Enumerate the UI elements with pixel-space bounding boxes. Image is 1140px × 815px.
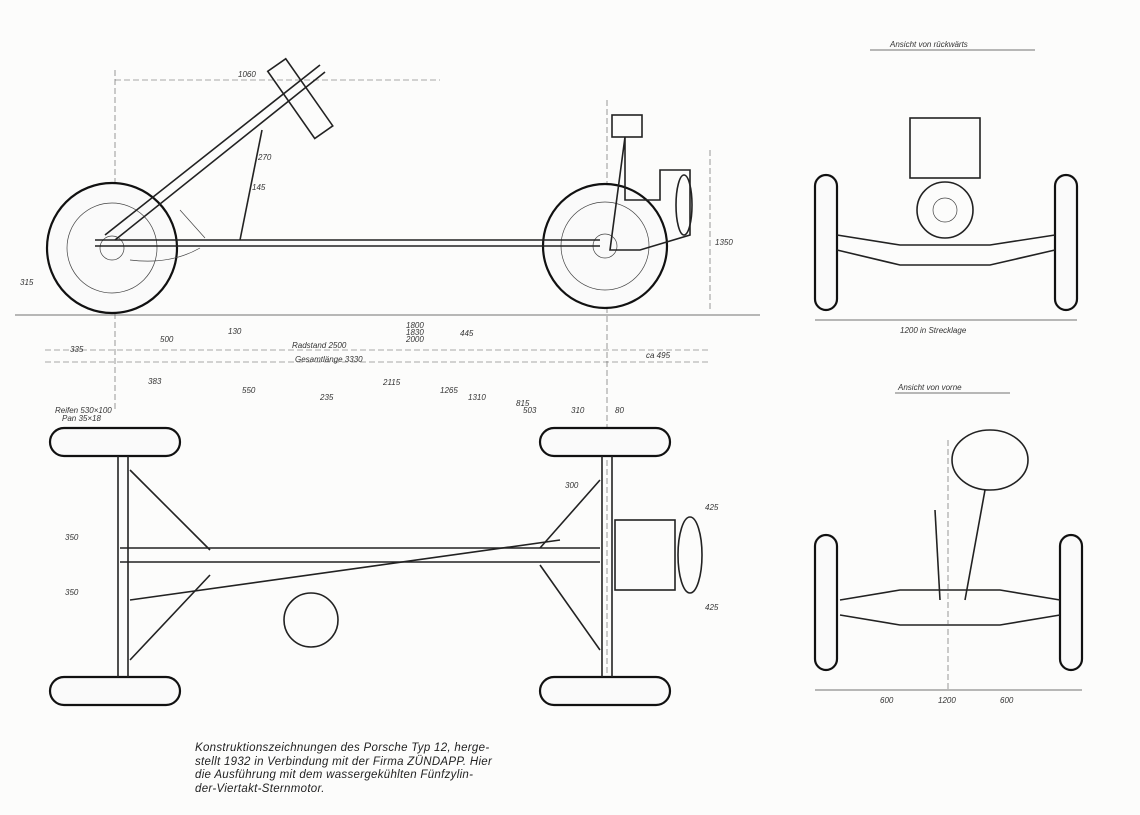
dim-label: 550 [242,386,256,395]
dim-label: 425 [705,603,719,612]
caption-line: der-Viertakt-Sternmotor. [195,782,325,795]
front-track-label: 1200 [938,696,956,705]
caption-line: die Ausführung mit dem wassergekühlten F… [195,769,474,781]
dim-label: 815 [516,399,530,408]
dim-label: 2000 [405,335,424,344]
steering-column [104,64,321,236]
overall-length-label: Gesamtlänge 3330 [295,355,363,364]
tire-size-label: Pan 35×18 [62,414,101,423]
front-view-steering-wheel [951,429,1029,491]
dim-label: 1265 [440,386,458,395]
plan-view [48,426,703,707]
rear-track-label: 1200 in Strecklage [900,326,967,335]
front-left-wheel [48,426,182,458]
dim-label: 335 [70,345,84,354]
dim-label: 1830 [406,328,424,337]
dim-label: 600 [880,696,894,705]
rear-overhang-label: ca 495 [646,351,671,360]
dim-label: 315 [20,278,34,287]
rear-left-wheel [538,426,672,458]
figure-caption: Konstruktionszeichnungen des Porsche Typ… [195,742,595,796]
gear-lever [239,129,263,241]
rear-view [813,49,1079,321]
rear-right-wheel [538,675,672,707]
top-dim-label: 1060 [238,70,256,79]
front-right-wheel [48,675,182,707]
dim-label: 350 [65,588,79,597]
dim-label: 425 [705,503,719,512]
tire-size-label: Reifen 530×100 [55,406,112,415]
dim-label: 350 [65,533,79,542]
dim-label: 270 [257,153,272,162]
dim-label: 1310 [468,393,486,402]
dim-label: 80 [615,406,624,415]
dim-label: 1350 [715,238,733,247]
rear-view-left-wheel [813,173,839,312]
dim-label: 600 [1000,696,1014,705]
dim-label: 300 [565,481,579,490]
dim-label: 310 [571,406,585,415]
dim-label: 503 [523,406,537,415]
front-wheel [45,181,179,315]
rear-view-tank [909,117,981,179]
side-view [45,57,693,315]
plan-steering-wheel [283,592,339,648]
caption-line: Konstruktionszeichnungen des Porsche Typ… [195,742,490,754]
dim-label: 500 [160,335,174,344]
front-view [813,392,1084,691]
dim-label: 1800 [406,321,424,330]
rear-view-engine [916,181,974,239]
radiator-tank [611,114,643,138]
rear-view-right-wheel [1053,173,1079,312]
engine [609,136,691,251]
dim-label: 445 [460,329,474,338]
front-view-right-wheel [1058,533,1084,672]
dim-label: 2115 [382,378,401,387]
dim-label: 235 [319,393,334,402]
wheelbase-label: Radstand 2500 [292,341,347,350]
steering-wheel [266,57,334,140]
front-view-left-wheel [813,533,839,672]
dim-label: 145 [252,183,266,192]
plan-engine [614,519,676,591]
caption-line: stellt 1932 in Verbindung mit der Firma … [195,755,493,768]
front-view-title: Ansicht von vorne [897,383,962,392]
rear-view-title: Ansicht von rückwärts [889,40,968,49]
dim-label: 130 [228,327,242,336]
dim-label: 383 [148,377,162,386]
